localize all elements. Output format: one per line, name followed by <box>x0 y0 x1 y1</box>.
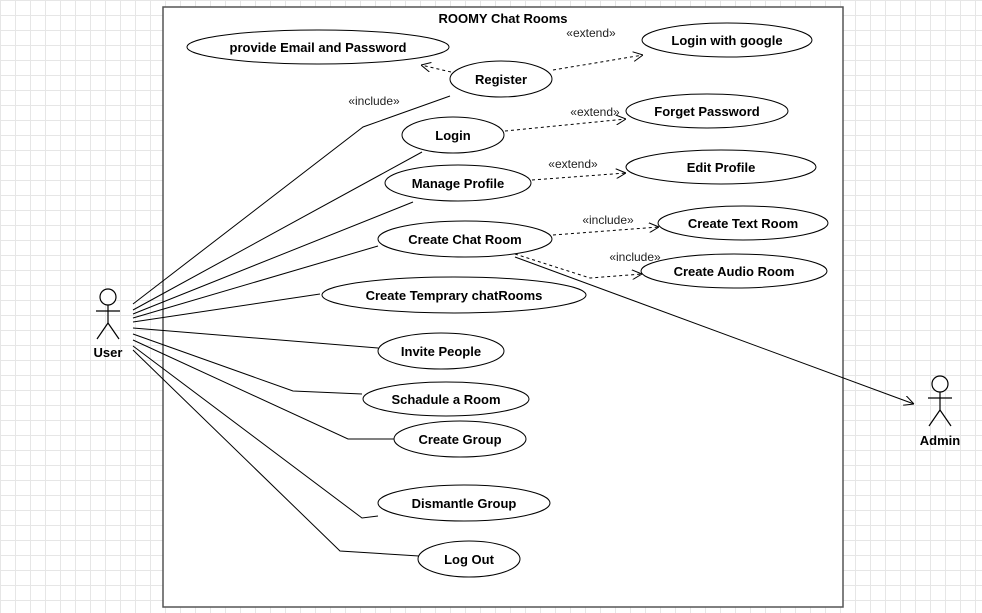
association-admin <box>514 256 914 404</box>
use-case-dismantle-group-label: Dismantle Group <box>412 496 517 511</box>
association-register <box>132 95 451 305</box>
include-chatroom-audio <box>514 253 642 278</box>
use-case-invite-people: Invite People <box>377 332 505 370</box>
use-case-log-out-label: Log Out <box>444 552 494 567</box>
extend-profile-edit <box>531 173 626 181</box>
use-case-provide-email-label: provide Email and Password <box>230 40 407 55</box>
actor-user <box>96 288 120 340</box>
association-manage-profile <box>132 201 414 315</box>
use-case-create-temp-rooms: Create Temprary chatRooms <box>321 276 587 314</box>
use-case-forget-password-label: Forget Password <box>654 104 760 119</box>
use-case-create-temp-rooms-label: Create Temprary chatRooms <box>366 288 543 303</box>
use-case-create-text-room-label: Create Text Room <box>688 216 798 231</box>
actor-admin-head <box>931 375 949 393</box>
association-schedule-room <box>132 333 363 395</box>
use-case-edit-profile-label: Edit Profile <box>687 160 756 175</box>
use-case-create-group-label: Create Group <box>418 432 501 447</box>
use-case-schedule-room: Schadule a Room <box>362 381 530 417</box>
use-case-login-google-label: Login with google <box>671 33 782 48</box>
use-case-login: Login <box>401 116 505 154</box>
use-case-invite-people-label: Invite People <box>401 344 481 359</box>
use-case-forget-password: Forget Password <box>625 93 789 129</box>
use-case-manage-profile: Manage Profile <box>384 164 532 202</box>
use-case-manage-profile-label: Manage Profile <box>412 176 504 191</box>
use-case-create-audio-room: Create Audio Room <box>640 253 828 289</box>
label-include-text: «include» <box>582 213 634 227</box>
dependency-lines <box>421 55 659 278</box>
use-case-provide-email: provide Email and Password <box>186 29 450 65</box>
association-create-chat-room <box>132 245 379 319</box>
use-case-create-chat-room: Create Chat Room <box>377 220 553 258</box>
use-case-create-group: Create Group <box>393 420 527 458</box>
label-extend-edit: «extend» <box>548 157 598 171</box>
actor-user-head <box>99 288 117 306</box>
user-associations <box>132 95 451 557</box>
use-case-schedule-room-label: Schadule a Room <box>391 392 500 407</box>
use-case-create-audio-room-label: Create Audio Room <box>674 264 795 279</box>
use-case-register-label: Register <box>475 72 527 87</box>
actor-admin <box>928 375 952 427</box>
association-log-out <box>132 349 420 557</box>
use-case-log-out: Log Out <box>417 540 521 578</box>
label-extend-google: «extend» <box>566 26 616 40</box>
actor-user-label: User <box>94 345 123 360</box>
extend-login-forget <box>504 119 626 132</box>
use-case-register: Register <box>449 60 553 98</box>
association-invite-people <box>132 327 379 349</box>
use-case-edit-profile: Edit Profile <box>625 149 817 185</box>
use-case-login-google: Login with google <box>641 22 813 58</box>
actor-admin-label: Admin <box>920 433 961 448</box>
association-create-temp-rooms <box>132 293 321 323</box>
use-case-create-text-room: Create Text Room <box>657 205 829 241</box>
use-case-create-chat-room-label: Create Chat Room <box>408 232 521 247</box>
association-create-group <box>132 339 394 440</box>
label-include-audio: «include» <box>609 250 661 264</box>
system-title: ROOMY Chat Rooms <box>438 11 567 26</box>
include-register-email <box>421 65 452 73</box>
use-case-dismantle-group: Dismantle Group <box>377 484 551 522</box>
label-include-register: «include» <box>348 94 400 108</box>
association-dismantle-group <box>132 345 379 519</box>
use-case-login-label: Login <box>435 128 470 143</box>
label-extend-forget: «extend» <box>570 105 620 119</box>
association-login <box>132 151 423 311</box>
